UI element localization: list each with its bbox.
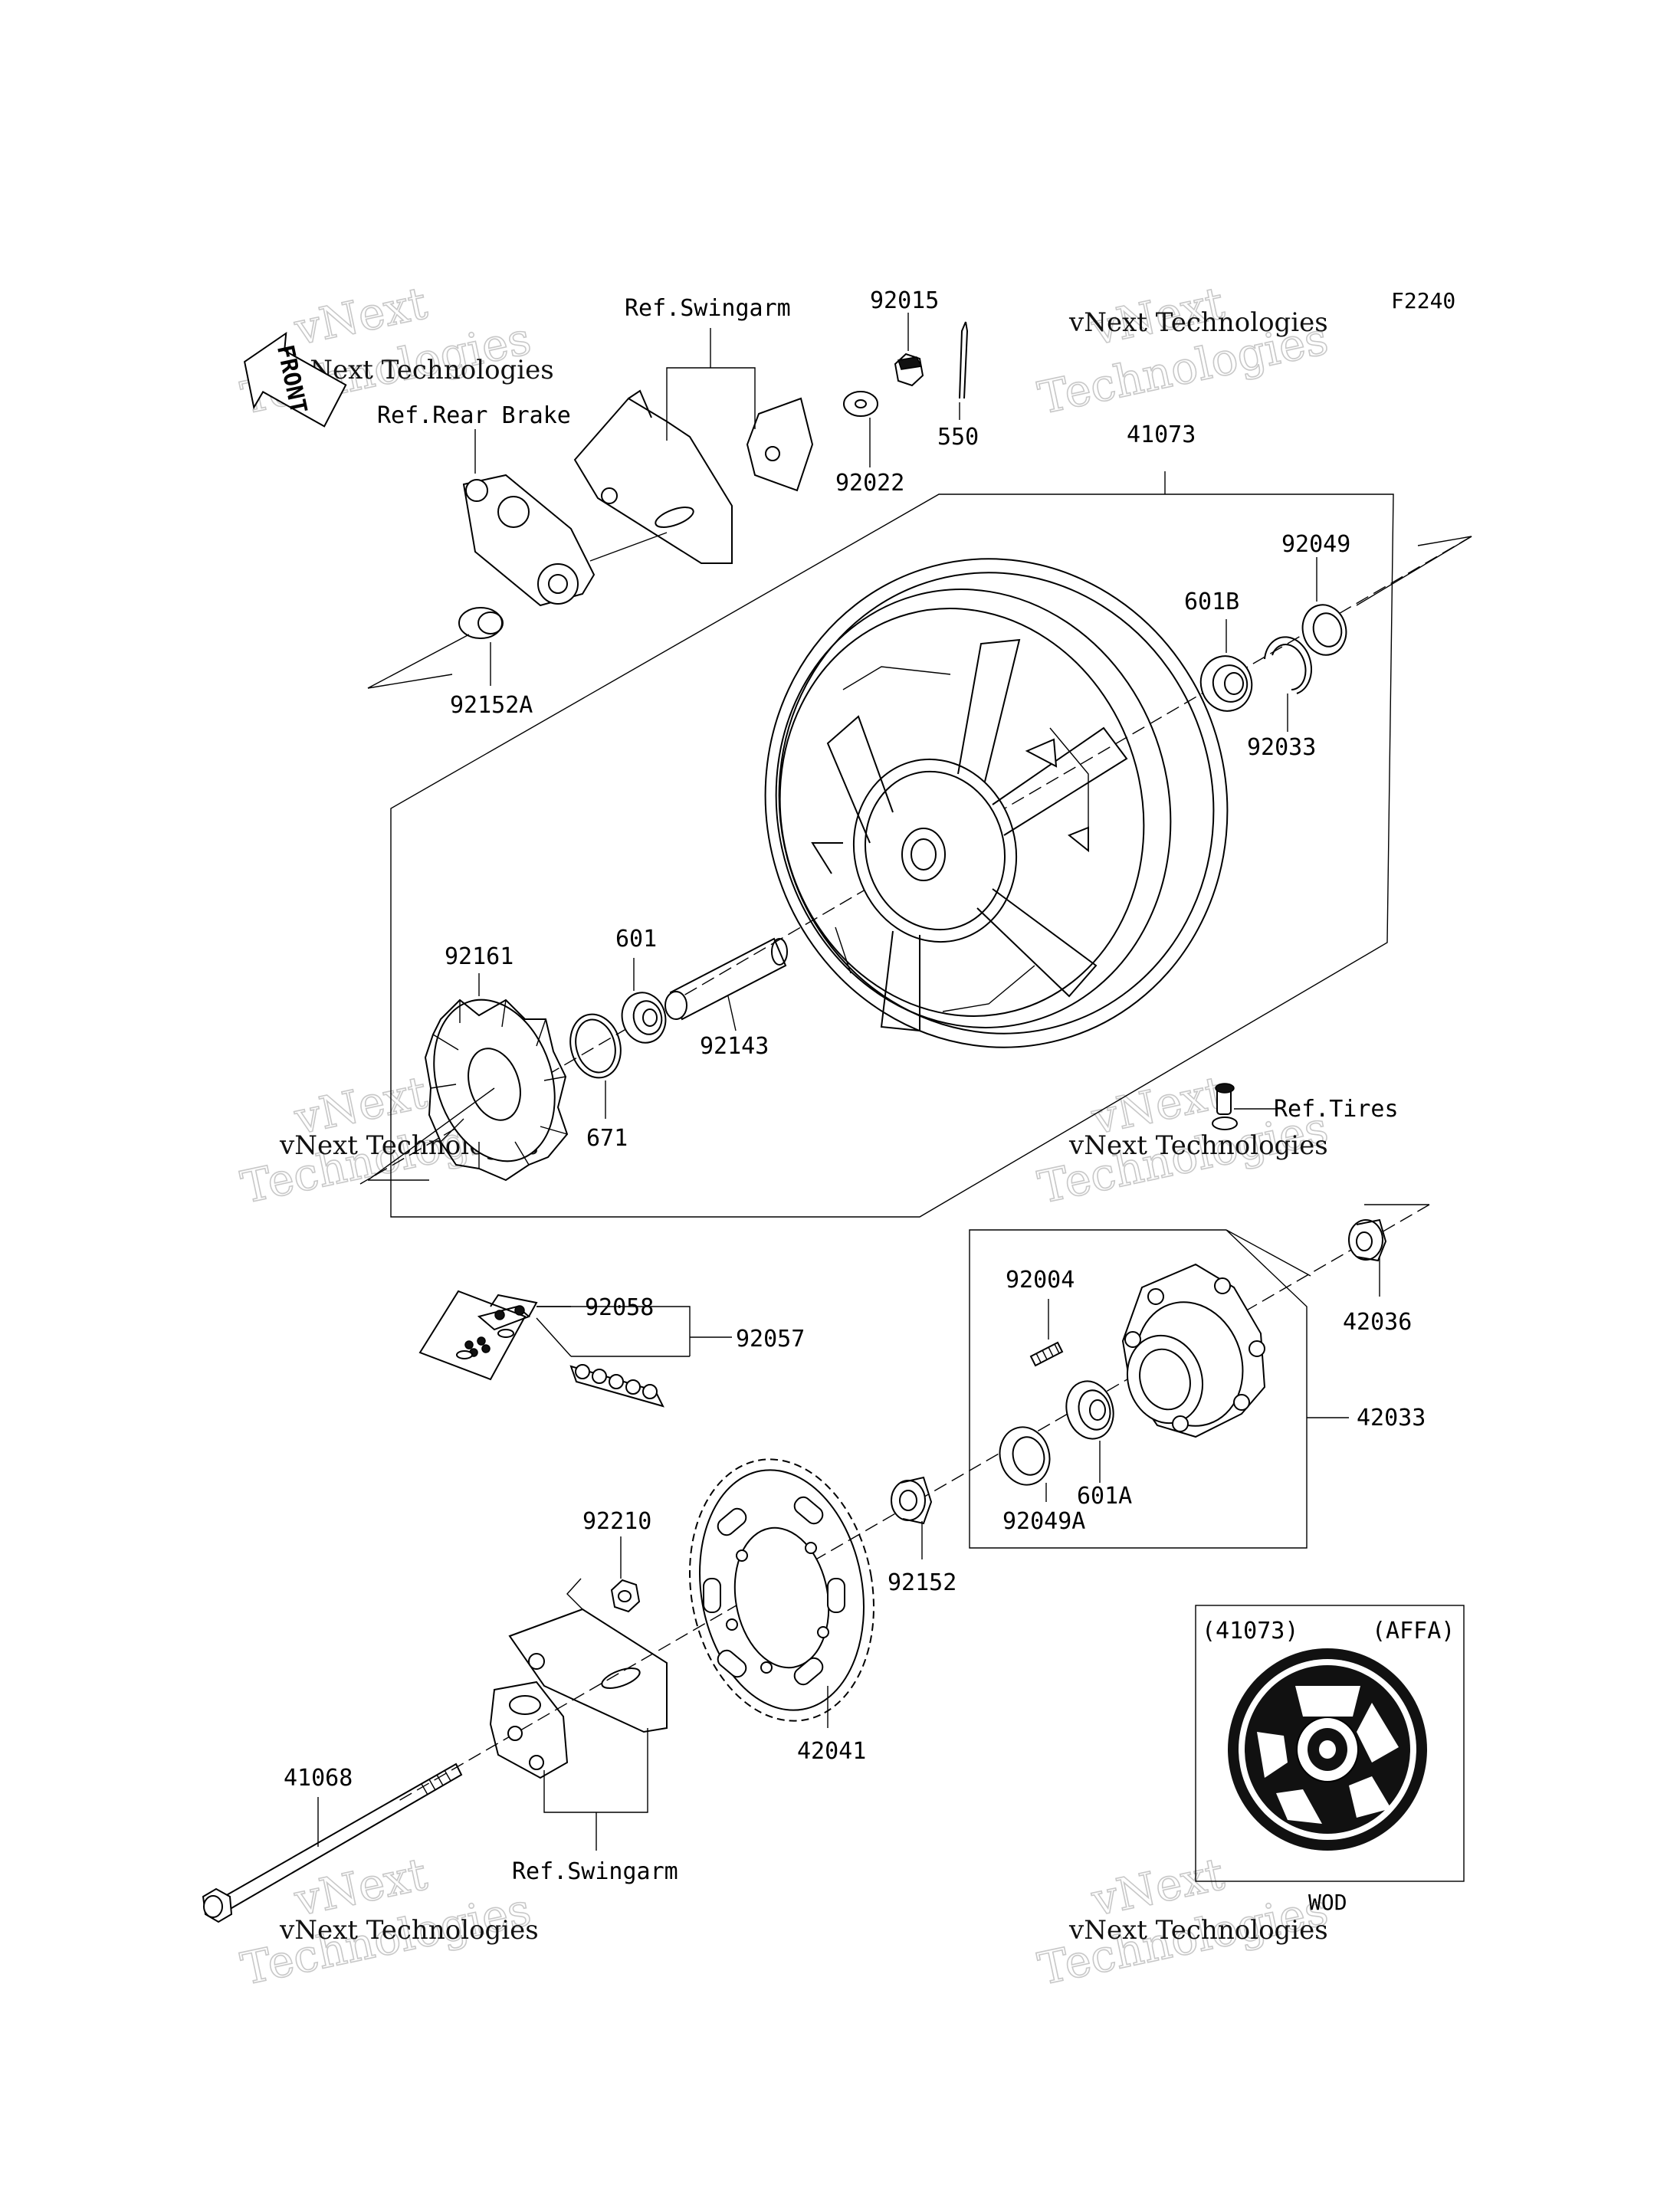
- drive-chain-92057: [536, 1317, 664, 1408]
- nut-92210: [610, 1579, 641, 1613]
- watermark-bottom-left: vNext Technologies vNext Technologies: [236, 1847, 539, 1995]
- wheel-group-outline: [390, 494, 1394, 1218]
- collar-42036: [1348, 1218, 1387, 1262]
- label-601A: 601A: [1077, 1483, 1132, 1510]
- inset-right-code: (AFFA): [1372, 1618, 1455, 1644]
- label-92049A: 92049A: [1002, 1508, 1085, 1535]
- watermark-top-right: vNext Technologies vNext Technologies: [1033, 276, 1333, 425]
- label-41073: 41073: [1127, 421, 1196, 448]
- label-92033: 92033: [1247, 734, 1316, 761]
- cotter-pin-550: [959, 321, 969, 399]
- label-42033: 42033: [1357, 1405, 1426, 1431]
- inset-wheel-variant: (41073) (AFFA) WOD: [1195, 1605, 1465, 1915]
- bearing-601B: [1199, 655, 1253, 712]
- ref-swingarm-top: Ref.Swingarm: [625, 295, 791, 322]
- rear-wheel-41073: [764, 558, 1229, 1048]
- label-42036: 42036: [1343, 1309, 1412, 1336]
- figure-code: F2240: [1391, 288, 1455, 313]
- label-601B: 601B: [1184, 589, 1239, 615]
- label-92058: 92058: [585, 1294, 654, 1321]
- label-92210: 92210: [582, 1508, 651, 1535]
- oil-seal-92049A: [999, 1426, 1051, 1486]
- svg-text:vNext Technologies: vNext Technologies: [1068, 307, 1328, 338]
- chain-joint-92058: [477, 1294, 538, 1331]
- label-92004: 92004: [1006, 1267, 1075, 1294]
- sprocket-coupling-42033: [1121, 1263, 1266, 1438]
- chain-adjuster-bottom: [489, 1578, 668, 1779]
- watermark-mid-right: vNext Technologies vNext Technologies: [1033, 1065, 1333, 1214]
- tire-valve: [1212, 1083, 1238, 1130]
- hub-group-outline: [969, 1229, 1308, 1549]
- watermark-bottom-right: vNext Technologies vNext Technologies: [1033, 1847, 1333, 1995]
- stud-92004: [1029, 1341, 1064, 1367]
- label-92057: 92057: [736, 1326, 805, 1353]
- bearing-601: [621, 992, 667, 1044]
- washer-92022: [843, 391, 878, 417]
- svg-text:vNext Technologies: vNext Technologies: [1068, 1130, 1328, 1161]
- ref-tires: Ref.Tires: [1274, 1096, 1399, 1123]
- o-ring-671: [569, 1013, 622, 1079]
- ref-swingarm-bottom: Ref.Swingarm: [512, 1858, 678, 1885]
- collar-92152A: [458, 607, 504, 639]
- collar-92152: [891, 1476, 933, 1525]
- sleeve-92143: [664, 937, 788, 1021]
- chain-adjuster-top: [573, 389, 814, 564]
- wheel-damper-92161: [424, 998, 569, 1182]
- inset-left-code: (41073): [1202, 1618, 1298, 1644]
- label-92015: 92015: [870, 287, 939, 314]
- ref-rear-brake: Ref.Rear Brake: [377, 402, 571, 429]
- svg-text:vNext Technologies: vNext Technologies: [279, 1915, 539, 1946]
- label-92143: 92143: [700, 1033, 769, 1060]
- label-92152A: 92152A: [450, 692, 533, 719]
- inset-wheel-icon: [1228, 1648, 1427, 1851]
- label-92022: 92022: [835, 470, 904, 497]
- axle-41068: [202, 1763, 463, 1923]
- rear-sprocket-42041: [689, 1458, 874, 1722]
- label-92161: 92161: [445, 943, 514, 970]
- oil-seal-92049: [1301, 604, 1347, 656]
- inset-caption: WOD: [1308, 1890, 1347, 1915]
- svg-text:vNext Technologies: vNext Technologies: [1068, 1915, 1328, 1946]
- label-92152: 92152: [888, 1569, 956, 1596]
- circlip-92033: [1264, 636, 1312, 694]
- label-601: 601: [615, 926, 657, 953]
- rear-brake-bracket: [462, 474, 596, 607]
- chain-joint-plate: [418, 1290, 527, 1381]
- label-41068: 41068: [284, 1765, 353, 1792]
- label-92049: 92049: [1281, 531, 1350, 558]
- bearing-601A: [1065, 1380, 1114, 1440]
- label-550: 550: [937, 424, 979, 451]
- label-42041: 42041: [797, 1738, 866, 1765]
- nut-92015: [894, 353, 924, 387]
- label-671: 671: [586, 1125, 628, 1152]
